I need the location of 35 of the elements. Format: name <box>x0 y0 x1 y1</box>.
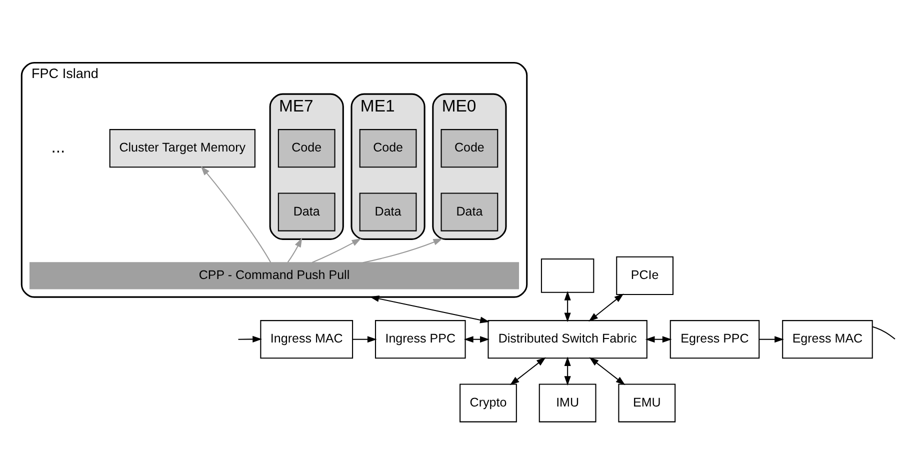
node-box: Code <box>440 129 498 168</box>
node-box: Data <box>440 192 498 232</box>
connector <box>872 326 896 340</box>
node-box: CPP - Command Push Pull <box>29 262 520 290</box>
arrow <box>287 238 302 263</box>
arrow <box>588 294 624 322</box>
node-box: Code <box>278 129 336 168</box>
arrow <box>510 357 546 386</box>
node-box: Code <box>359 129 417 168</box>
arrow <box>200 166 272 263</box>
node-box: PCIe <box>616 256 674 295</box>
node-box: Crypto <box>460 384 517 422</box>
node-box: Ingress MAC <box>260 320 354 359</box>
node-box: Data <box>278 192 336 232</box>
arrow <box>564 291 571 322</box>
arrow <box>464 336 490 343</box>
node-box: EMU <box>618 384 676 422</box>
arrow <box>645 336 672 343</box>
node-box: Data <box>359 192 417 232</box>
arrow <box>589 357 626 386</box>
arrow <box>564 356 571 386</box>
arrow <box>312 238 362 264</box>
arrow <box>362 238 443 264</box>
node-box: Ingress PPC <box>374 320 466 359</box>
arrow <box>370 295 490 324</box>
arrow <box>759 336 784 343</box>
label: ... <box>51 137 66 156</box>
node-box: Distributed Switch Fabric <box>488 320 648 359</box>
node-box: Egress PPC <box>670 320 760 359</box>
arrow <box>352 336 377 343</box>
arrow <box>238 336 262 342</box>
node-box: Egress MAC <box>782 320 873 359</box>
node-box <box>540 258 594 293</box>
node-box: Cluster Target Memory <box>109 129 256 168</box>
node-box: IMU <box>538 384 596 422</box>
